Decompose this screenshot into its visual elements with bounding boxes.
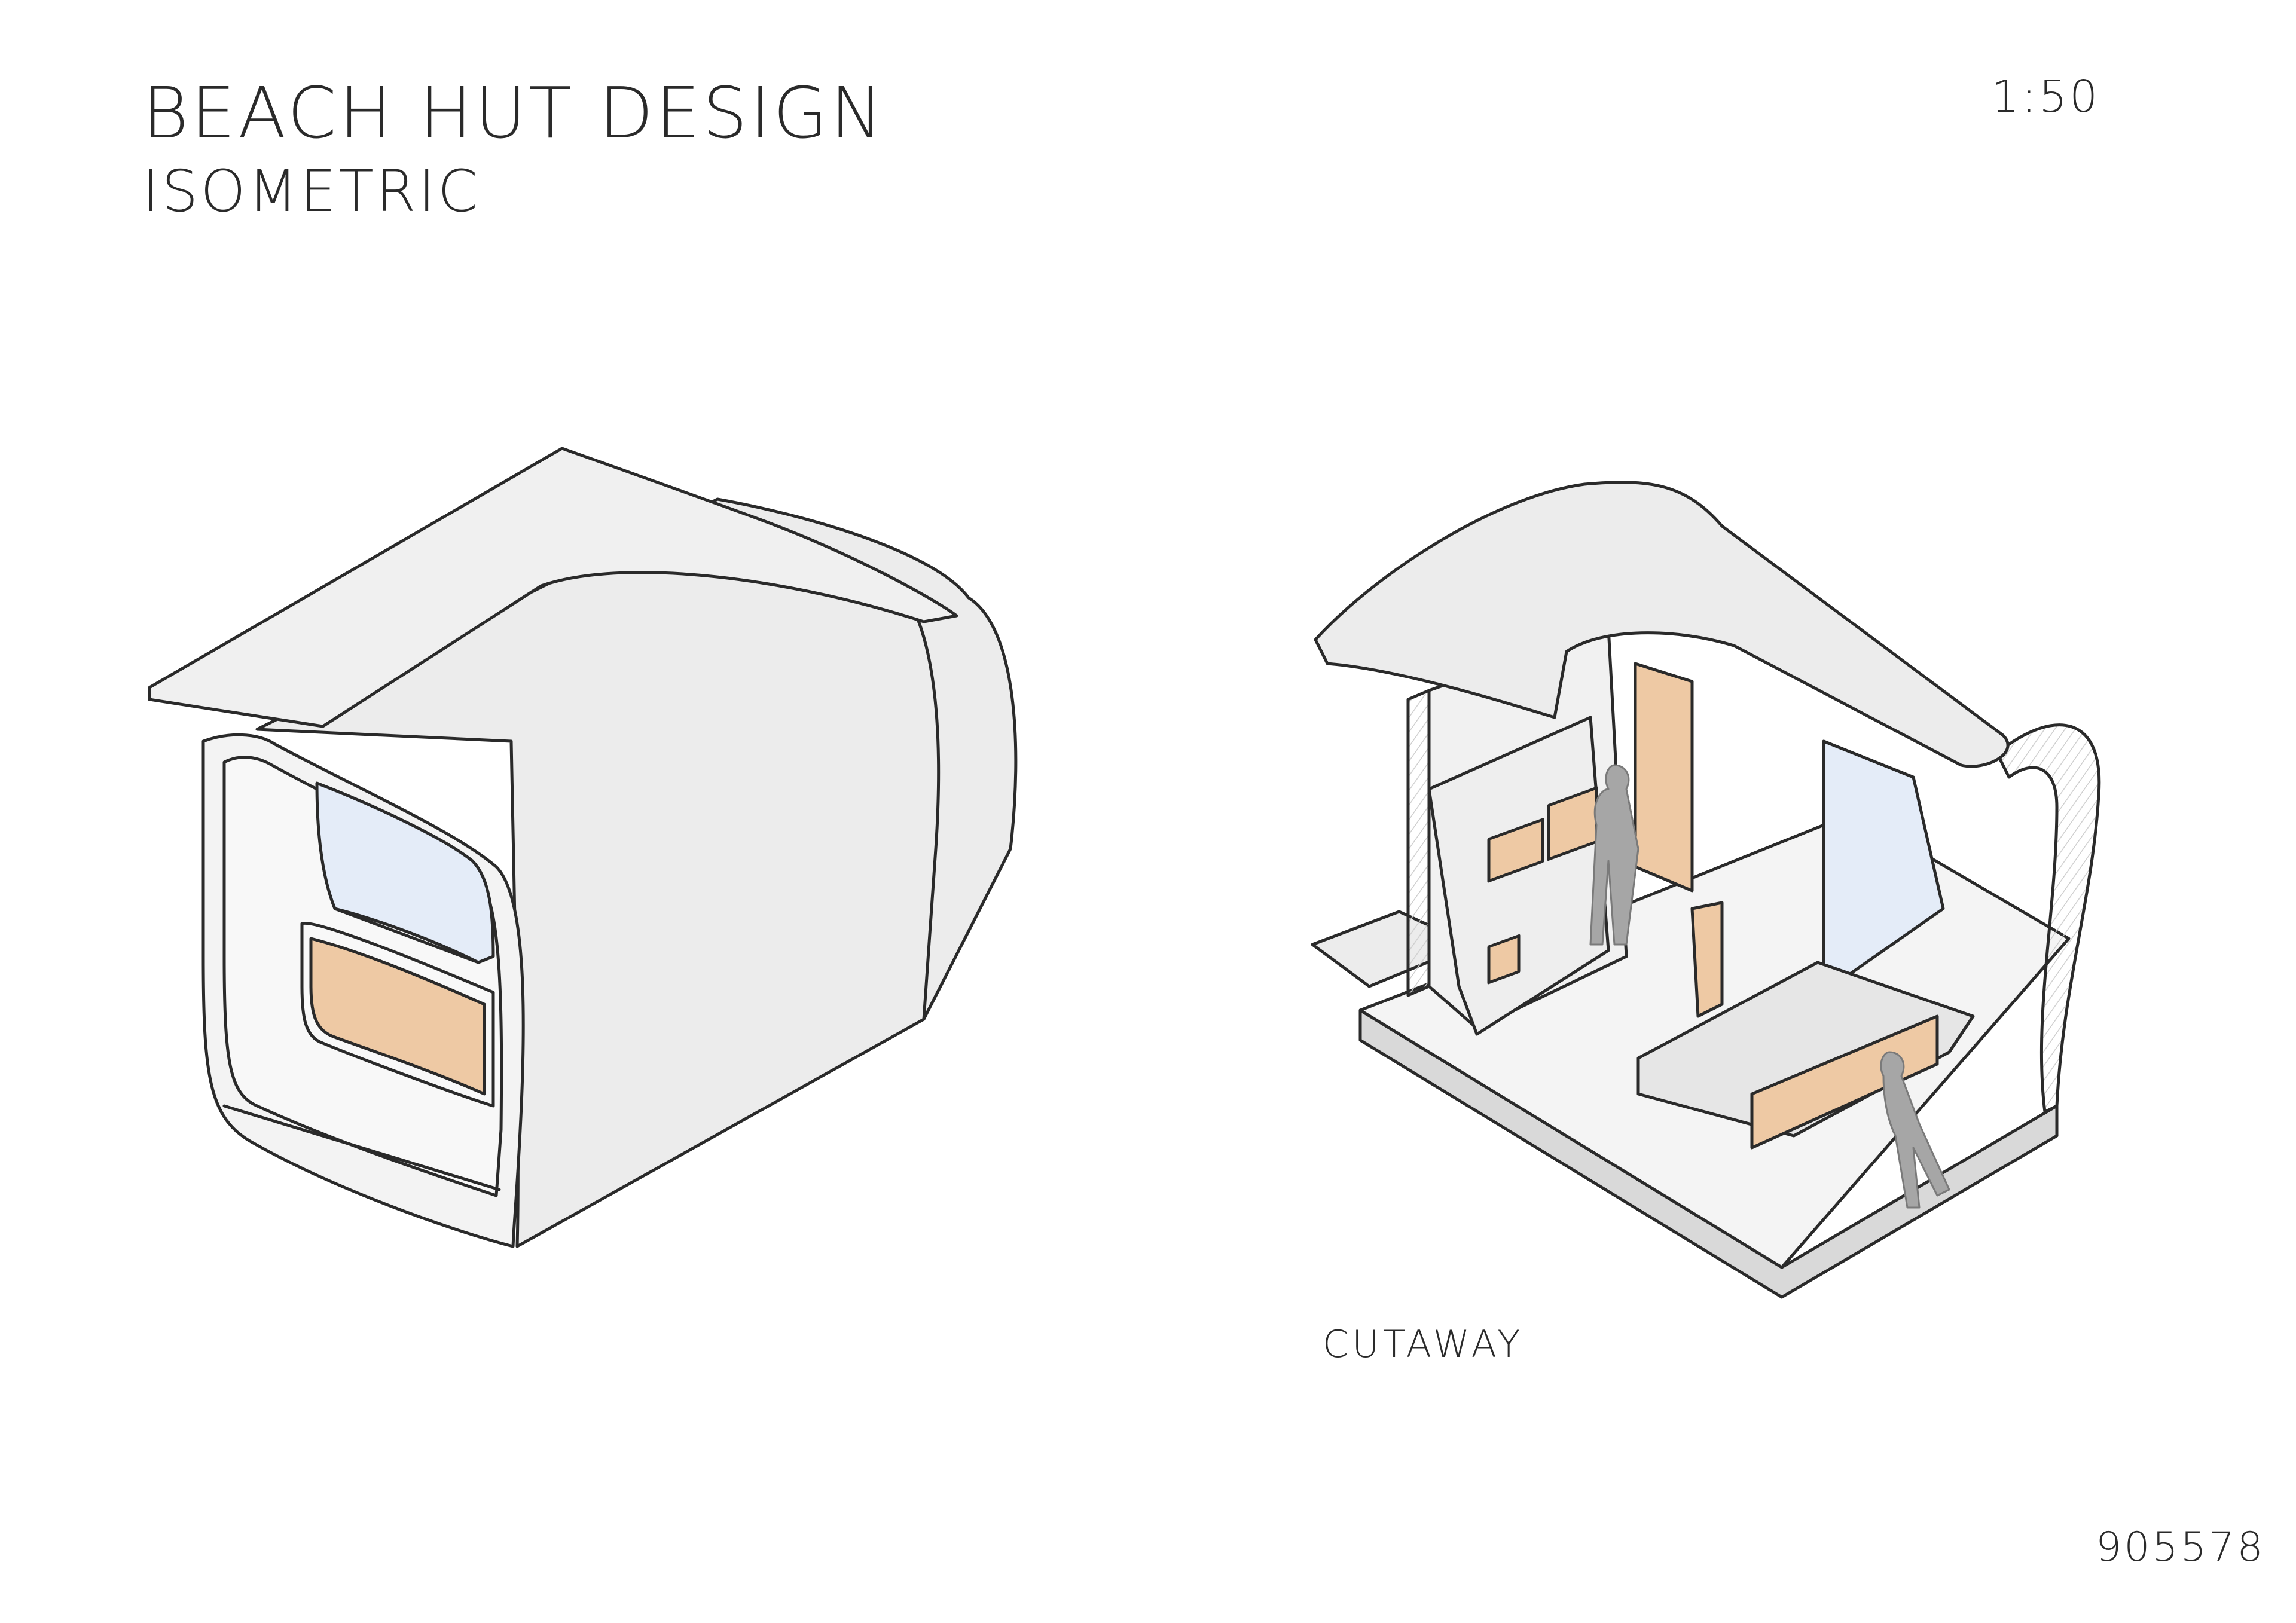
cutaway-window	[1822, 739, 1945, 994]
scale-label: 1:50	[1991, 71, 2100, 123]
cutaway-bench	[1636, 961, 1975, 1138]
cutaway-figure-1	[1589, 764, 1639, 946]
cutaway-drawer-1	[1487, 818, 1544, 883]
hut-timber-frame	[300, 921, 495, 1108]
hut-roof-slab	[148, 447, 958, 728]
beach-hut-exterior	[148, 447, 1018, 1248]
cutaway-roof-slab	[1314, 481, 2010, 768]
cutaway-door	[1634, 662, 1694, 893]
cutaway-figure-2	[1880, 1051, 1950, 1209]
hut-window-sill	[333, 907, 480, 964]
cutaway-label: CUTAWAY	[1323, 1322, 1524, 1366]
hut-window-glass	[315, 781, 495, 964]
drawing-title: BEACH HUT DESIGN	[142, 72, 886, 154]
beach-hut-cutaway	[1311, 481, 2101, 1299]
drawing-subtitle: ISOMETRIC	[142, 158, 480, 225]
cutaway-bench-timber	[1750, 1014, 1939, 1150]
cutaway-right-wall	[1995, 723, 2101, 1114]
cutaway-left-wall	[1406, 689, 1431, 997]
cutaway-drawer-3	[1487, 934, 1521, 985]
hut-timber-panel	[309, 937, 486, 1096]
cutaway-chair	[1690, 901, 1724, 1018]
hut-floor-edge	[222, 1104, 501, 1191]
cutaway-shelving	[1427, 716, 1610, 1036]
sheet-number: 905578	[2096, 1524, 2266, 1571]
